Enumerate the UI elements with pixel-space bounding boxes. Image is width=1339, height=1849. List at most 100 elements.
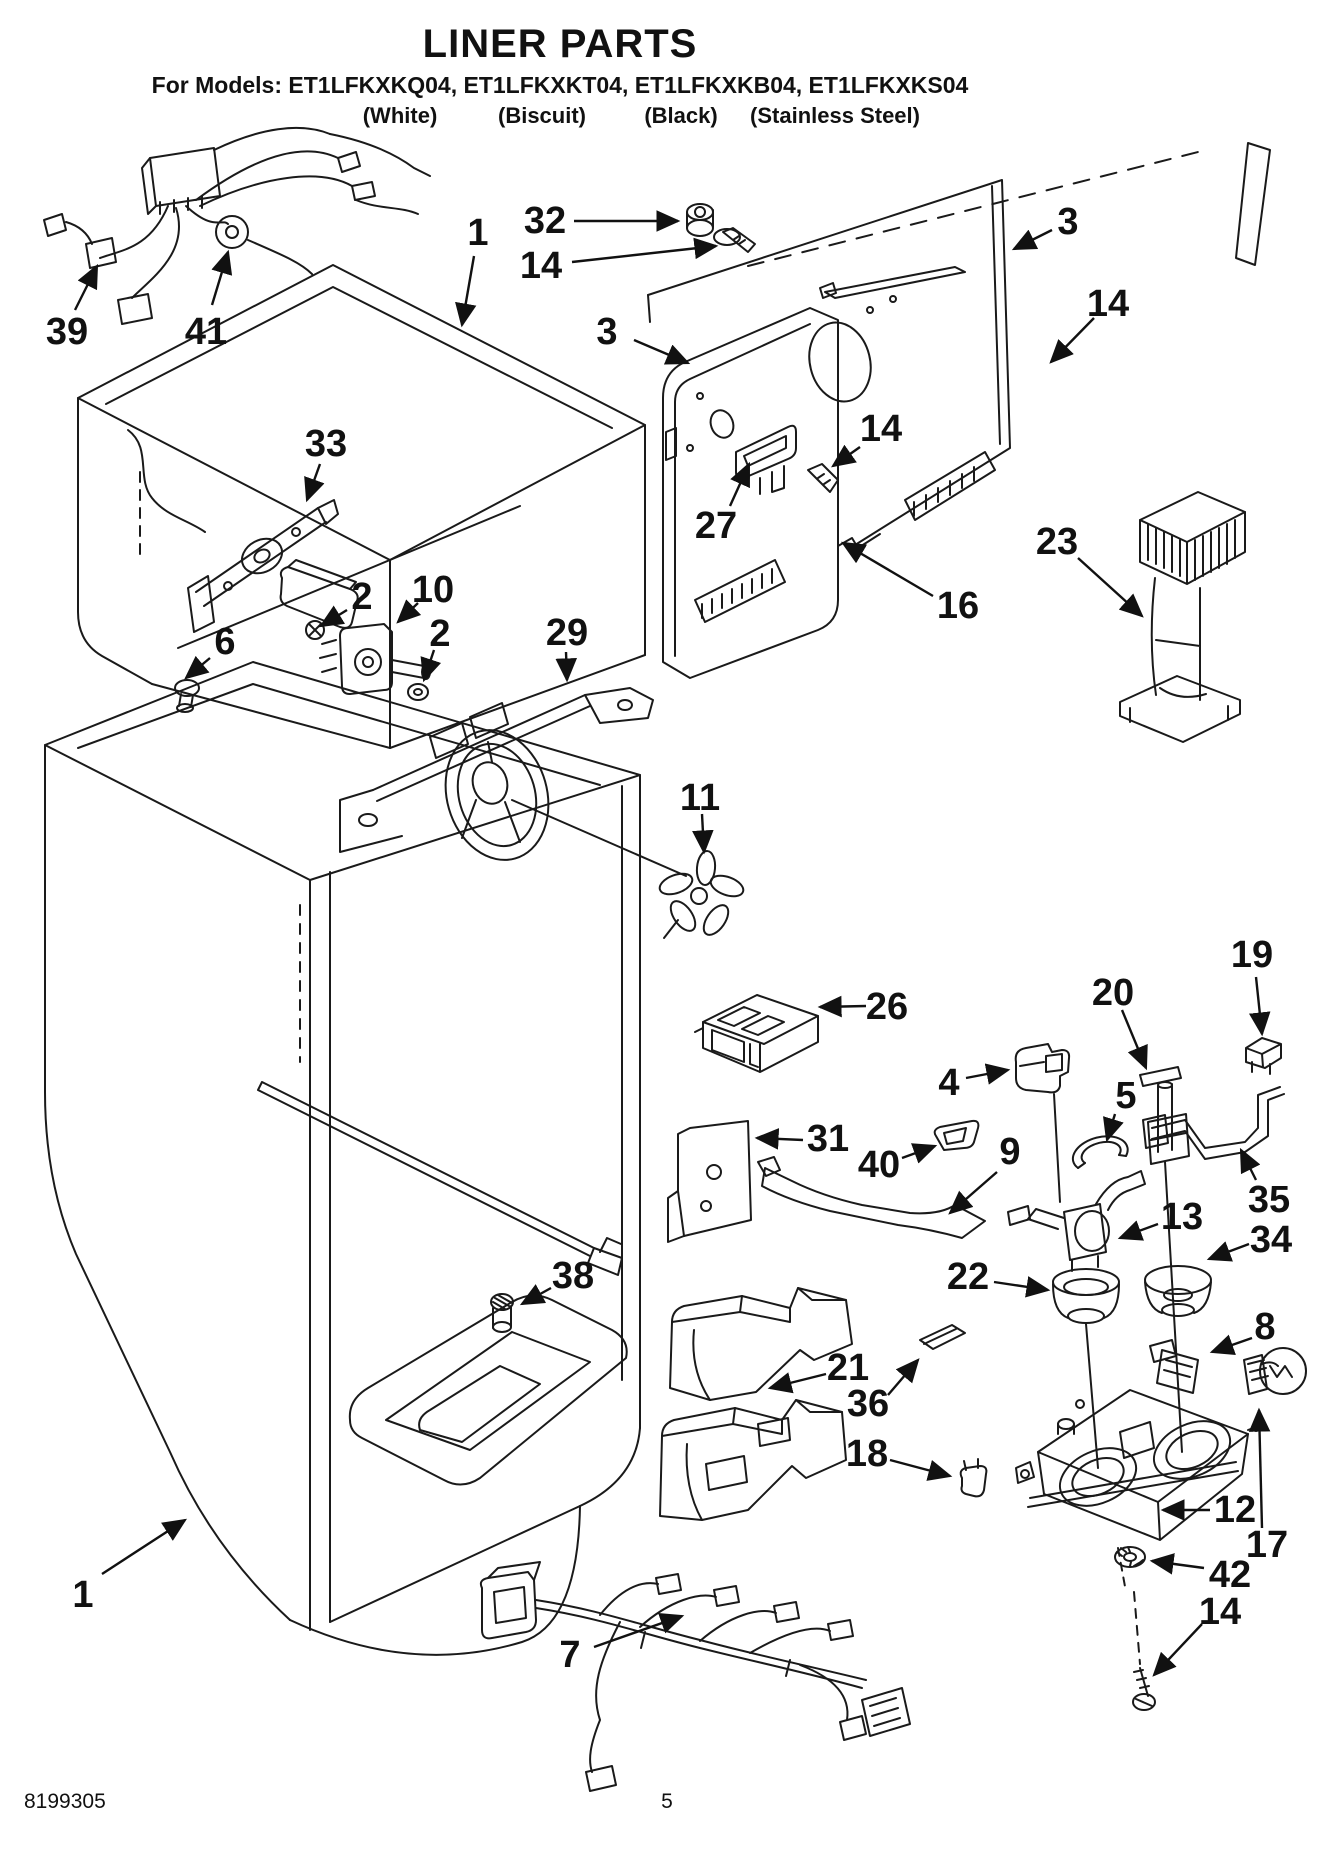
part-number-label: 19	[1231, 934, 1273, 976]
finish-black: (Black)	[644, 103, 718, 128]
callout-2: 2	[420, 613, 451, 683]
evaporator-cover-panel	[662, 203, 839, 679]
freezer-liner	[77, 264, 646, 749]
document-number: 8199305	[24, 1790, 106, 1813]
part-number-label: 36	[847, 1383, 889, 1425]
light-assembly	[919, 1324, 1307, 1711]
callout-29: 29	[546, 612, 588, 683]
callout-34: 34	[1206, 1219, 1292, 1262]
wiring-harness-top	[43, 126, 431, 325]
part-number-label: 1	[72, 1574, 93, 1616]
page-number: 5	[661, 1790, 673, 1813]
part-number-label: 9	[999, 1131, 1020, 1173]
part-number-label: 34	[1250, 1219, 1292, 1261]
callout-2: 2	[318, 576, 373, 628]
part-number-label: 2	[351, 576, 372, 618]
part-number-label: 2	[429, 613, 450, 655]
part-number-label: 41	[185, 311, 227, 353]
part-number-label: 16	[937, 585, 979, 627]
callout-14: 14	[1049, 283, 1129, 364]
part-number-label: 11	[680, 777, 720, 819]
part-number-label: 29	[546, 612, 588, 654]
part-number-label: 3	[596, 311, 617, 353]
callout-14: 14	[1152, 1591, 1241, 1677]
callout-23: 23	[1036, 521, 1144, 618]
callout-18: 18	[846, 1433, 953, 1481]
refrigerator-liner	[44, 661, 641, 1656]
callout-1: 1	[72, 1518, 188, 1616]
callout-7: 7	[559, 1612, 685, 1676]
part-number-label: 14	[860, 408, 902, 450]
callout-13: 13	[1117, 1196, 1203, 1241]
callout-1: 1	[455, 212, 489, 328]
thermostat-and-fasteners	[174, 620, 431, 713]
part-number-label: 38	[552, 1255, 594, 1297]
finish-white: (White)	[362, 103, 438, 128]
models-line: For Models: ET1LFKXKQ04, ET1LFKXKT04, ET…	[151, 72, 969, 98]
callout-26: 26	[817, 986, 908, 1028]
callout-5: 5	[1103, 1075, 1137, 1143]
part-number-label: 33	[305, 423, 347, 465]
fan-blade	[658, 850, 745, 939]
part-number-label: 8	[1254, 1306, 1275, 1348]
callout-6: 6	[184, 621, 236, 680]
finish-biscuit: (Biscuit)	[498, 103, 586, 128]
part-number-label: 40	[858, 1144, 900, 1186]
back-panel	[647, 142, 1271, 549]
callout-42: 42	[1149, 1553, 1251, 1596]
part-number-label: 13	[1161, 1196, 1203, 1238]
defrost-parts	[1007, 1037, 1285, 1469]
part-number-label: 27	[695, 505, 737, 547]
part-number-label: 17	[1246, 1524, 1288, 1566]
callout-10: 10	[396, 569, 454, 624]
part-number-label: 3	[1057, 201, 1078, 243]
bracket-plate	[667, 1120, 752, 1243]
callout-27: 27	[695, 461, 751, 547]
part-number-label: 20	[1092, 972, 1134, 1014]
callout-35: 35	[1239, 1147, 1290, 1221]
callout-41: 41	[185, 249, 233, 353]
callout-36: 36	[847, 1358, 920, 1425]
callout-3: 3	[596, 311, 691, 365]
part-number-label: 18	[846, 1433, 888, 1475]
callout-22: 22	[947, 1256, 1051, 1298]
evaporator-fan-assembly	[339, 687, 687, 877]
part-number-label: 4	[938, 1062, 959, 1104]
page-title: LINER PARTS	[422, 22, 698, 66]
part-number-label: 14	[1087, 283, 1129, 325]
part-number-label: 10	[412, 569, 454, 611]
callout-12: 12	[1160, 1489, 1256, 1531]
wiring-harness-bottom	[479, 1561, 911, 1792]
part-number-label: 35	[1248, 1179, 1290, 1221]
part-number-label: 14	[1199, 1591, 1241, 1633]
callout-40: 40	[858, 1143, 938, 1186]
part-number-label: 31	[807, 1118, 849, 1160]
finish-stainless: (Stainless Steel)	[750, 103, 920, 128]
callout-9: 9	[948, 1131, 1021, 1215]
part-number-label: 32	[524, 200, 566, 242]
part-number-label: 1	[467, 212, 488, 254]
part-number-label: 42	[1209, 1554, 1251, 1596]
callout-8: 8	[1209, 1306, 1276, 1356]
part-number-label: 21	[827, 1347, 869, 1389]
foam-ducts	[659, 1287, 853, 1521]
callout-4: 4	[938, 1062, 1011, 1104]
callout-17: 17	[1246, 1407, 1288, 1566]
callout-20: 20	[1092, 972, 1148, 1071]
callout-11: 11	[680, 777, 720, 855]
part-number-label: 6	[214, 621, 235, 663]
wire-shield	[757, 1119, 986, 1239]
part-number-label: 23	[1036, 521, 1078, 563]
callout-16: 16	[840, 541, 979, 627]
part-number-label: 7	[559, 1634, 580, 1676]
air-duct-tower	[1119, 491, 1246, 743]
callout-19: 19	[1231, 934, 1273, 1037]
part-number-label: 22	[947, 1256, 989, 1298]
callout-32: 32	[524, 200, 681, 242]
part-number-label: 5	[1115, 1075, 1136, 1117]
callout-38: 38	[519, 1255, 594, 1306]
callout-21: 21	[767, 1347, 869, 1394]
